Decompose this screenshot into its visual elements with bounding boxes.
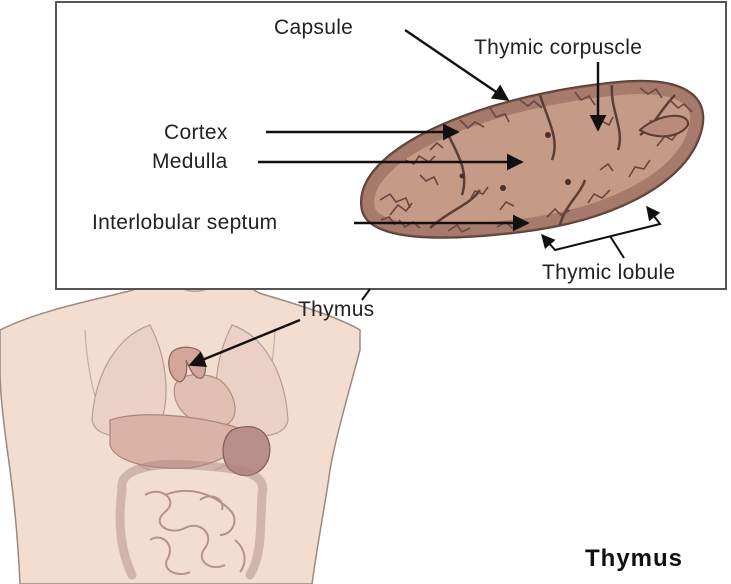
thymic-lobule-label: Thymic lobule (542, 261, 675, 284)
cortex-label: Cortex (164, 121, 228, 144)
medulla-label: Medulla (152, 150, 228, 173)
capsule-label: Capsule (274, 16, 353, 39)
interlobular-septum-label: Interlobular septum (92, 211, 277, 234)
thymic-corpuscle-label: Thymic corpuscle (474, 36, 642, 59)
diagram-title: Thymus (585, 545, 683, 572)
thymus-label: Thymus (298, 298, 374, 321)
